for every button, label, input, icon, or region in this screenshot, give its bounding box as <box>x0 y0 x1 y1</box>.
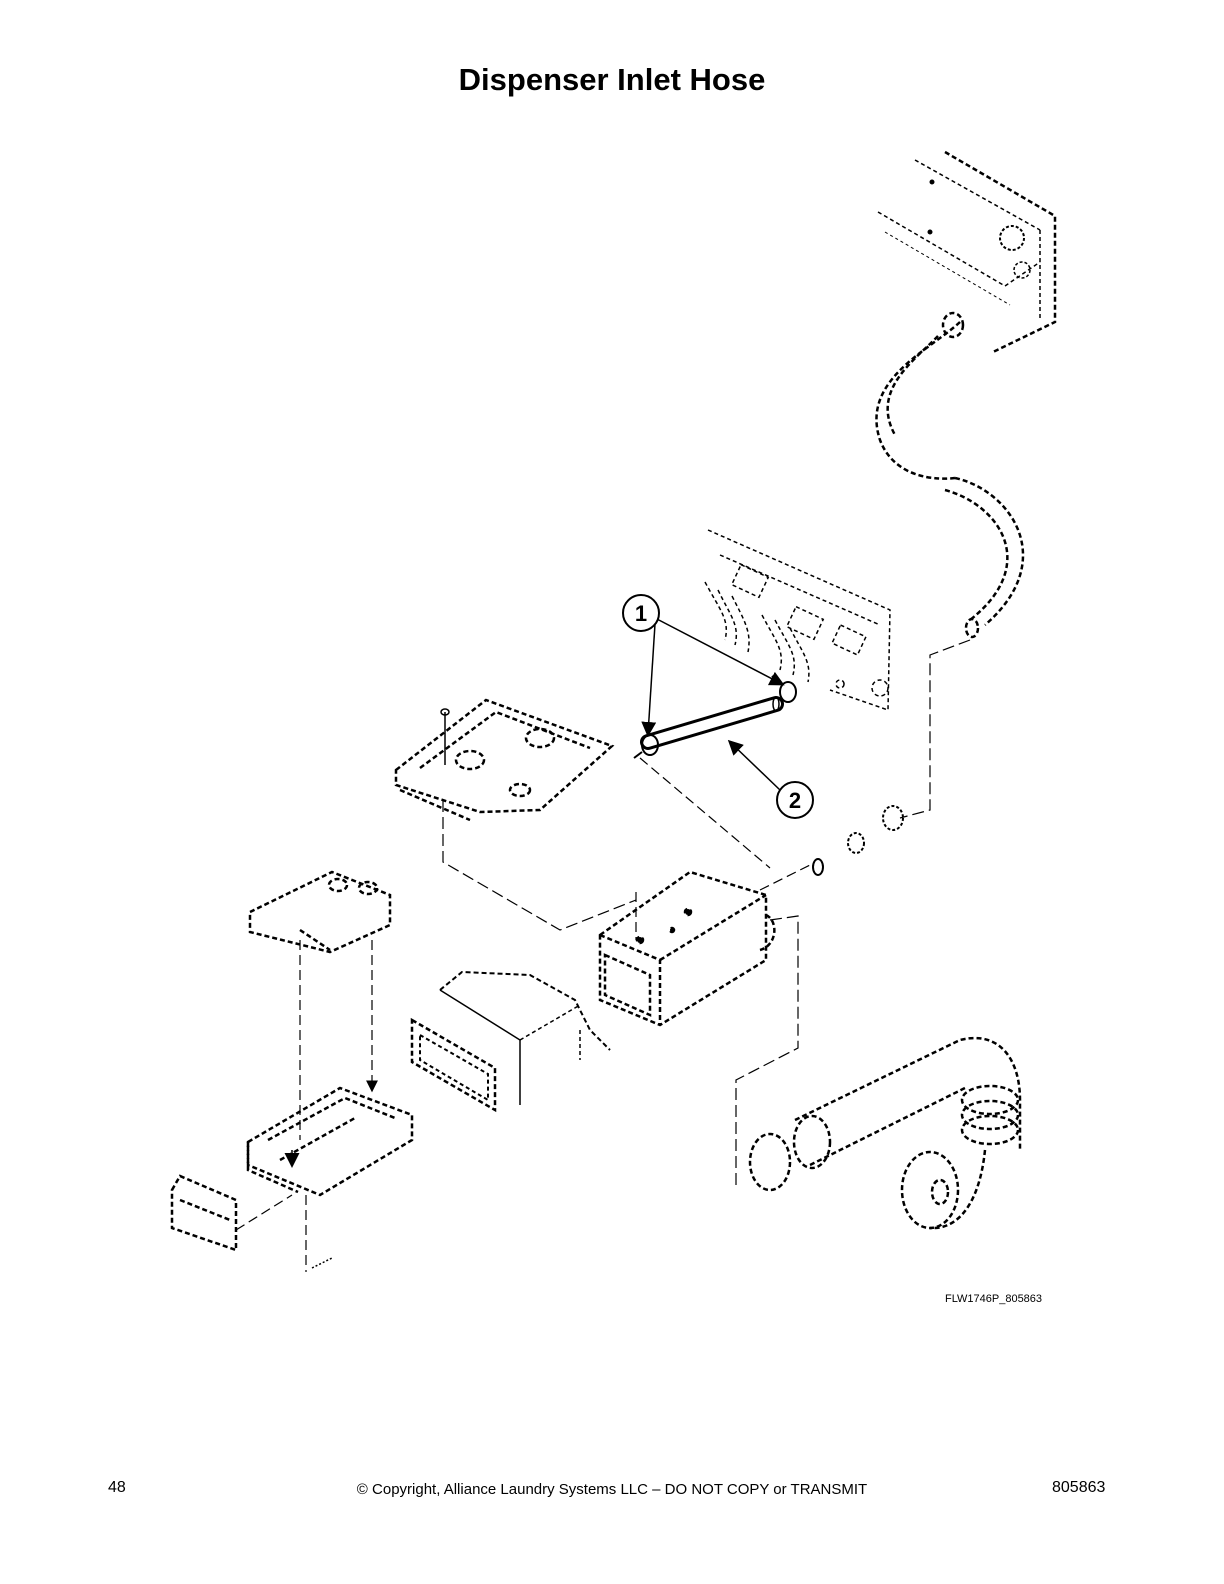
figure-id: FLW1746P_805863 <box>945 1293 1043 1305</box>
dispenser-drain-hose <box>748 1036 1022 1230</box>
dispenser-housing <box>598 870 776 1027</box>
callout-1-arrow-upper <box>654 617 785 686</box>
mounting-screw <box>440 708 450 765</box>
dispenser-inlet-hose <box>640 696 784 750</box>
page-number: 48 <box>108 1479 126 1496</box>
callout-2-label: 2 <box>789 788 801 813</box>
assembly-line <box>639 757 771 869</box>
cabinet-corner <box>877 150 1057 354</box>
tub-section <box>410 970 611 1113</box>
callout-1: 1 <box>622 594 660 632</box>
washers <box>812 805 904 876</box>
drawer-front <box>170 1174 238 1252</box>
callout-2-arrow <box>727 739 781 791</box>
dispenser-drawer <box>246 1086 414 1197</box>
callout-1-arrow-lower <box>641 623 657 737</box>
callout-1-label: 1 <box>635 601 647 626</box>
water-valve-bank <box>704 529 891 712</box>
dispenser-lid <box>248 870 392 954</box>
assembly-line <box>759 864 811 891</box>
assembly-line <box>442 800 637 931</box>
assembly-line <box>735 915 799 1190</box>
dispenser-bracket <box>394 698 615 822</box>
callout-2: 2 <box>776 781 814 819</box>
page-title: Dispenser Inlet Hose <box>458 62 766 97</box>
copyright-notice: © Copyright, Alliance Laundry Systems LL… <box>356 1481 868 1498</box>
document-number: 805863 <box>1052 1479 1106 1496</box>
fill-hose <box>875 311 1025 639</box>
hose-route-line <box>899 639 971 819</box>
assembly-line <box>235 1194 293 1231</box>
drawer-screw <box>311 1257 333 1269</box>
